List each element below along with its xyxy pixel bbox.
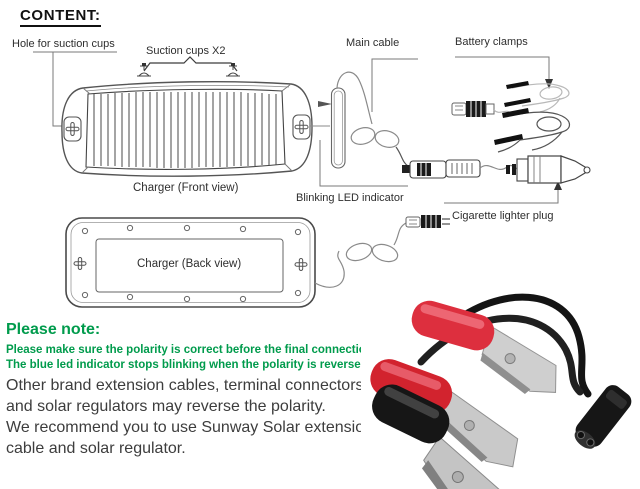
note-body-line-4: cable and solar regulator. [6,440,186,457]
note-heading: Please note: [6,321,101,338]
suction-cups-brace [143,56,238,72]
sae-connector [574,385,632,449]
label-blinking-led: Blinking LED indicator [296,192,404,204]
charger-front-view-drawing [61,80,330,177]
suction-hole-left [63,116,82,142]
solar-panel-ribs [93,92,277,168]
note-warning-line-2: The blue led indicator stops blinking wh… [6,359,371,371]
battery-clamps-drawing [451,81,571,153]
screw-holes [81,224,302,303]
blinking-led-leader-line [319,140,408,187]
charger-side-view-drawing [318,87,346,169]
sae-connector-pair-icon [402,159,481,179]
suction-cup-icon [137,63,151,77]
suction-hole-right [292,114,311,140]
label-hole-for-suction-cups: Hole for suction cups [12,38,115,50]
main-cable-leader-line [371,58,418,112]
note-body-line-3: We recommend you to use Sunway Solar ext… [6,419,374,436]
cigarette-plug-drawing [506,155,591,184]
plug-wire [479,164,518,171]
up-arrow-icon [554,181,562,190]
label-suction-cups: Suction cups X2 [146,45,226,57]
battery-clamps-photo-drawing [370,293,632,489]
suction-cup-icon [226,63,240,77]
cigarette-plug-connector-icon [405,215,450,228]
battery-clamps-photo [361,282,640,489]
led-wire-stub [318,101,332,107]
black-clamp [372,384,503,489]
caption-charger-front: Charger (Front view) [133,182,239,194]
page-title: CONTENT: [20,7,101,27]
leader-lines [33,51,559,204]
mounting-slot-right [294,258,308,271]
hole-leader-line [33,51,117,127]
note-body-line-2: and solar regulators may reverse the pol… [6,398,326,415]
battery-clamps-leader-line [455,56,550,80]
red-clamp-lower [370,359,519,468]
label-cigarette-plug: Cigarette lighter plug [452,210,554,222]
label-battery-clamps: Battery clamps [455,36,528,48]
label-main-cable: Main cable [346,37,400,49]
charger-back-view-drawing [65,217,316,308]
red-clamp-upper [411,300,557,395]
back-cable-drawing [314,222,407,288]
main-cable-drawing [336,71,409,167]
cigarette-plug-leader-line [444,189,559,204]
caption-charger-back: Charger (Back view) [137,258,242,270]
note-warning-line-1: Please make sure the polarity is correct… [6,344,377,356]
mounting-slot-left [73,257,87,270]
note-body-line-1: Other brand extension cables, terminal c… [6,377,364,394]
